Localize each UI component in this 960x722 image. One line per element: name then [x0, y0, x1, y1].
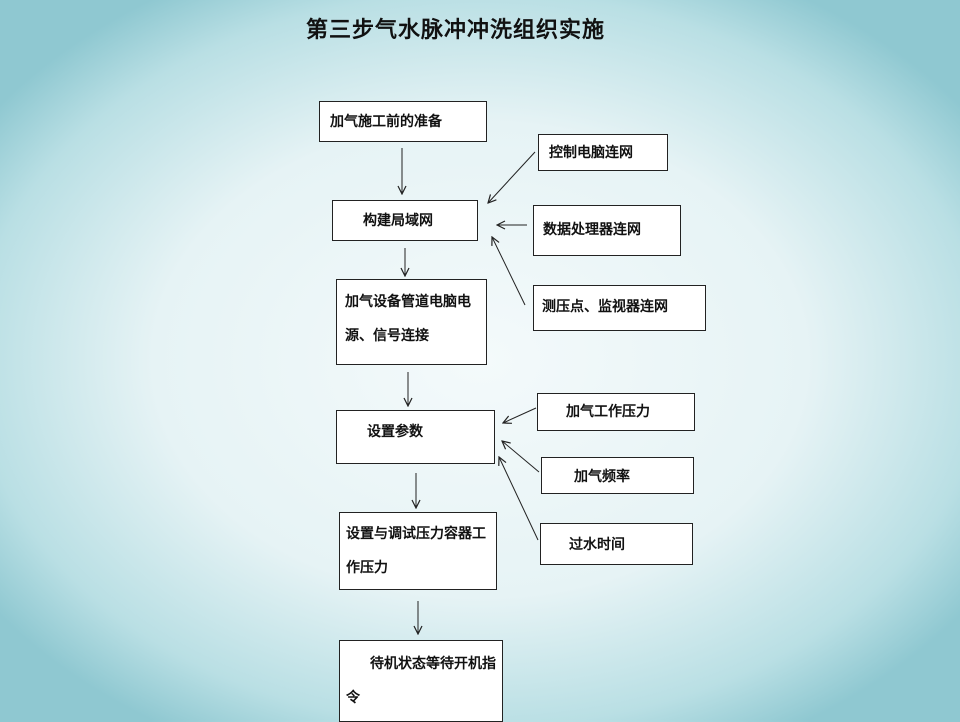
slide-title: 第三步气水脉冲冲洗组织实施: [306, 17, 606, 43]
input-pressure-monitor: 测压点、监视器连网: [533, 285, 706, 331]
arrow-water-time: [499, 457, 539, 541]
input-control-pc: 控制电脑连网: [538, 134, 668, 171]
step-set-pressure: 设置与调试压力容器工作压力: [339, 512, 497, 590]
arrow-gas-frequency: [502, 441, 540, 473]
input-gas-pressure: 加气工作压力: [537, 393, 695, 431]
input-data-processor: 数据处理器连网: [533, 205, 681, 256]
step-preparation: 加气施工前的准备: [319, 101, 487, 142]
input-gas-frequency: 加气频率: [541, 457, 694, 494]
arrow-pressure-monitor: [492, 237, 526, 306]
arrow-control-pc: [488, 151, 536, 203]
arrow-gas-pressure: [503, 407, 537, 423]
step-set-parameters: 设置参数: [336, 410, 495, 464]
step-build-lan: 构建局域网: [332, 200, 478, 241]
input-water-time: 过水时间: [540, 523, 693, 565]
step-connect-power-signal: 加气设备管道电脑电源、信号连接: [336, 279, 487, 365]
step-standby: 待机状态等待开机指令: [339, 640, 503, 722]
